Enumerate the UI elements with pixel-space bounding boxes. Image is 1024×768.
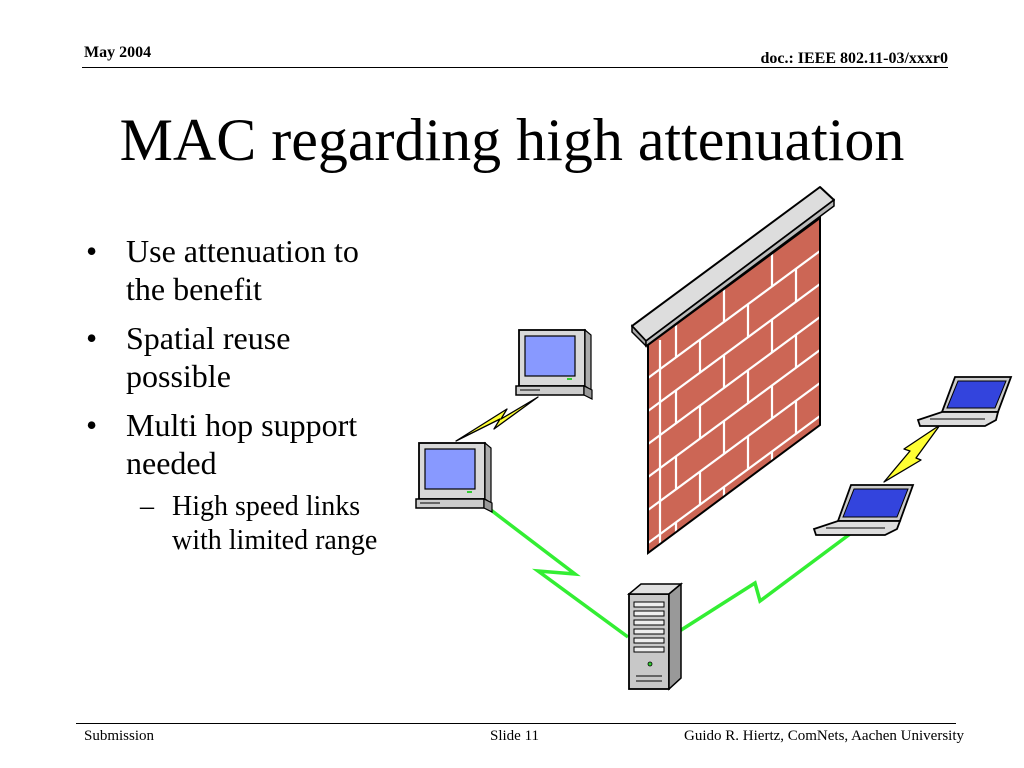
lightning-bolt-left-icon — [455, 396, 539, 442]
lightning-bolt-right-icon — [883, 424, 941, 483]
server-tower-icon — [626, 582, 684, 691]
header-date: May 2004 — [84, 44, 152, 61]
footer-author: Guido R. Hiertz, ComNets, Aachen Univers… — [684, 728, 964, 744]
slide-title: MAC regarding high attenuation — [119, 107, 905, 173]
brick-wall-icon — [631, 186, 835, 555]
laptop-top-right-icon — [916, 376, 1013, 427]
bullet-item: • Use attenuation to the benefit — [86, 232, 396, 308]
bullet-text: Multi hop support needed — [126, 407, 358, 481]
bullet-text: Use attenuation to the benefit — [126, 233, 359, 307]
footer-submission: Submission — [84, 728, 155, 744]
bullet-marker: • — [86, 233, 98, 269]
green-link-left-icon — [481, 502, 630, 639]
bullet-item: • Multi hop support needed – High speed … — [86, 406, 396, 558]
sub-bullet-text: High speed links with limited range — [172, 491, 378, 556]
green-link-right-icon — [677, 532, 852, 634]
desktop-computer-top-icon — [515, 328, 593, 400]
sub-bullet-marker: – — [140, 491, 154, 522]
laptop-bottom-right-icon — [812, 484, 915, 536]
sub-bullet-list: – High speed links with limited range — [126, 490, 396, 558]
bullet-list: • Use attenuation to the benefit • Spati… — [86, 232, 396, 569]
sub-bullet-item: – High speed links with limited range — [126, 490, 396, 558]
bullet-item: • Spatial reuse possible — [86, 319, 396, 395]
footer-rule — [76, 723, 956, 724]
desktop-computer-left-icon — [415, 441, 493, 513]
header-rule — [82, 67, 948, 68]
bullet-marker: • — [86, 320, 98, 356]
bullet-text: Spatial reuse possible — [126, 320, 291, 394]
bullet-marker: • — [86, 407, 98, 443]
header-doc-id: doc.: IEEE 802.11-03/xxxr0 — [760, 50, 948, 67]
footer-slide-number: Slide 11 — [490, 728, 540, 744]
